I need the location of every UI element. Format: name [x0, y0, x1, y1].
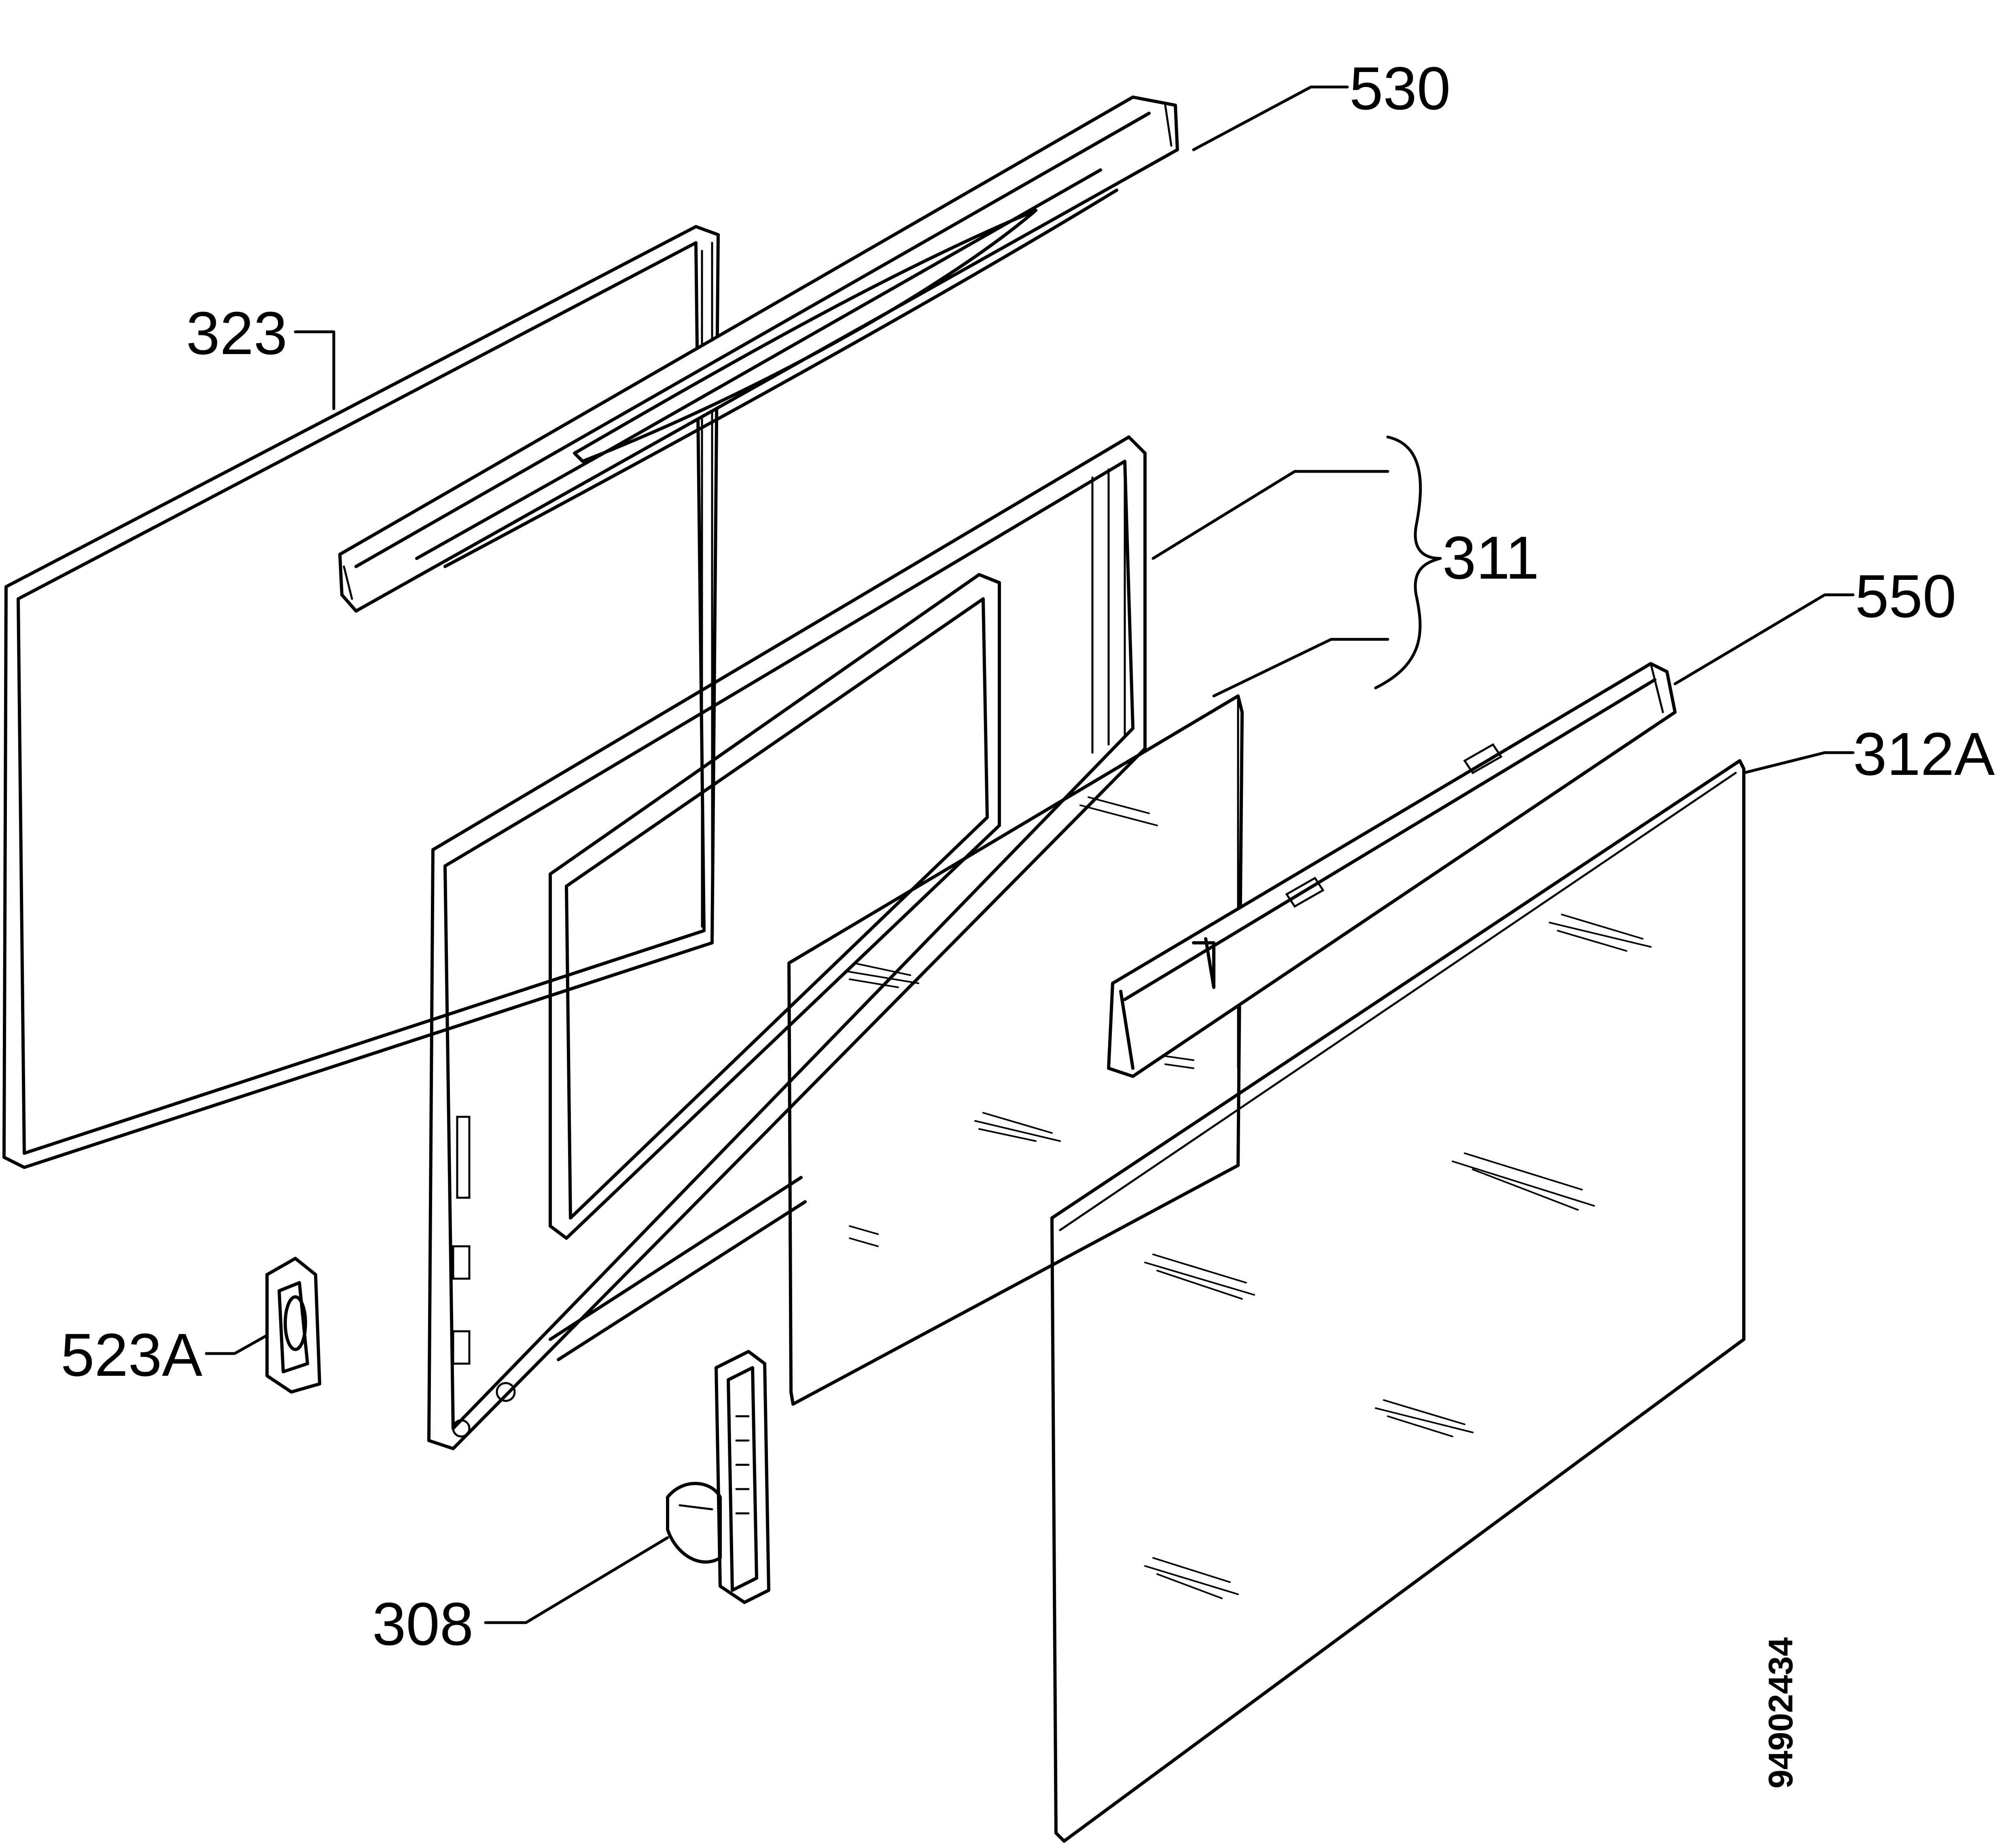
leader-312a [1742, 751, 1855, 774]
callout-312a: 312A [1853, 720, 1995, 788]
part-311-bracket [1151, 435, 1442, 698]
callout-308: 308 [372, 1590, 473, 1658]
callout-550: 550 [1855, 562, 1956, 630]
callout-311: 311 [1442, 524, 1539, 592]
outer-glass-panel-part-312a [1050, 759, 1745, 1843]
document-number: 94902434 [1762, 1637, 1800, 1789]
hidden-line [699, 537, 713, 641]
callout-530: 530 [1349, 54, 1450, 122]
door-hinge-part-308 [666, 1350, 770, 1604]
small-bracket-part-523a [265, 1257, 321, 1394]
door-gasket-part-323 [2, 225, 720, 1169]
leader-550 [1673, 593, 1855, 685]
door-handle-part-530 [338, 95, 1179, 613]
glass-trim-strip-part-550 [1107, 662, 1677, 1078]
callout-523a: 523A [61, 1321, 202, 1389]
leader-530 [1192, 85, 1349, 151]
leader-308 [484, 1536, 669, 1624]
leader-523a [205, 1334, 269, 1355]
callout-323: 323 [186, 299, 287, 367]
leader-323 [294, 330, 335, 410]
inner-door-frame-part-311 [427, 435, 1147, 1450]
inner-glass-panel [787, 694, 1244, 1406]
